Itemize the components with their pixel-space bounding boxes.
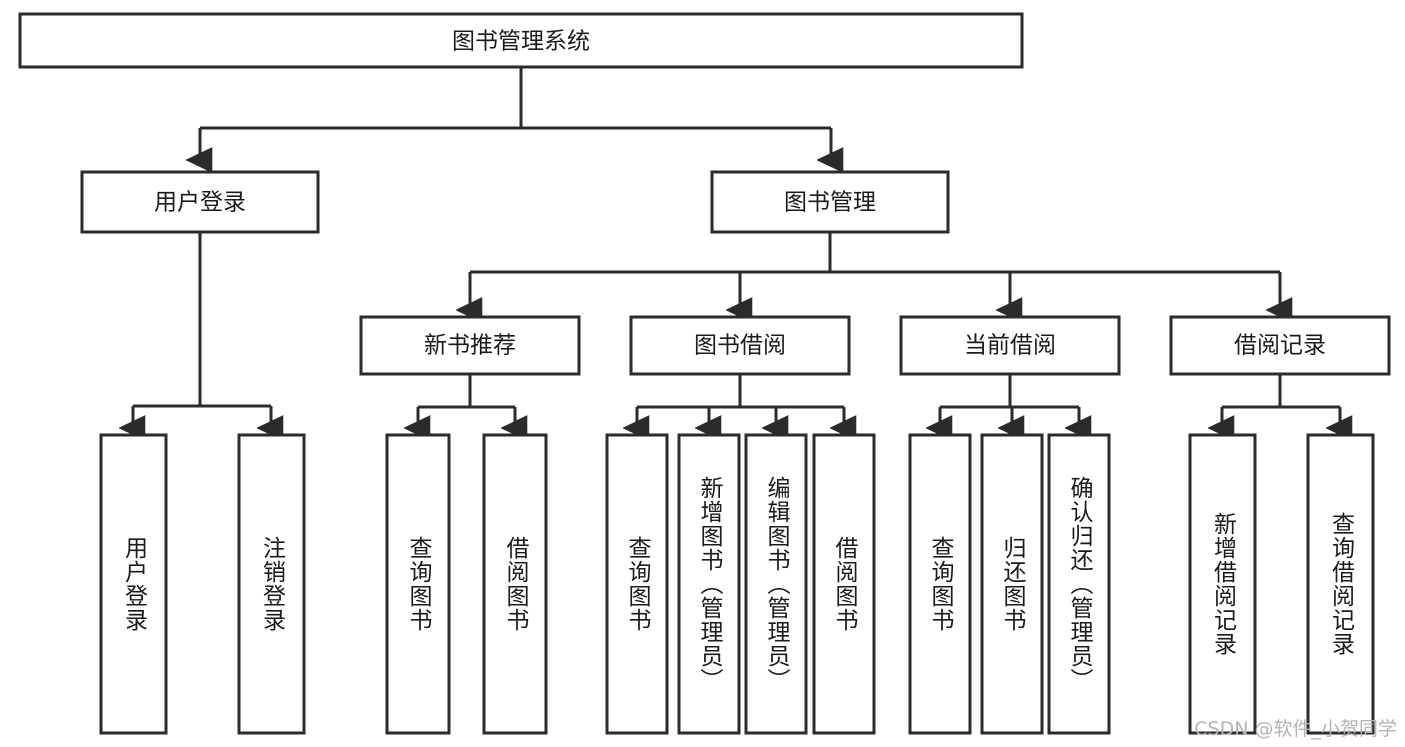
connector-newbook-to-leaves <box>418 374 515 428</box>
connector-currentborrow-to-leaves <box>940 374 1079 428</box>
connector-bookborrow-to-leaves <box>637 374 844 428</box>
connector-borrowrecord-to-leaves <box>1222 374 1340 428</box>
leaf-box-3[interactable] <box>482 433 548 735</box>
level3-box-2[interactable] <box>899 315 1121 376</box>
leaf-box-4[interactable] <box>605 433 669 735</box>
node-root[interactable]: 图书管理系统 <box>18 12 1024 69</box>
level2-label-1: 图书管理 <box>784 190 876 216</box>
leaf-box-2[interactable] <box>385 433 451 735</box>
node-borrow-record[interactable]: 借阅记录 <box>1169 315 1391 376</box>
node-user-login[interactable]: 用户登录 <box>80 170 320 234</box>
leaf-box-5[interactable] <box>677 433 741 735</box>
root-label: 图书管理系统 <box>452 29 590 55</box>
level3-label-3: 借阅记录 <box>1234 333 1326 359</box>
root-box[interactable] <box>18 12 1024 69</box>
leaf-box-7[interactable] <box>812 433 876 735</box>
level3-box-0[interactable] <box>359 315 581 376</box>
leaf-box-9[interactable] <box>980 433 1044 735</box>
level2-box-0[interactable] <box>80 170 320 234</box>
level3-label-2: 当前借阅 <box>964 333 1056 359</box>
leaf-box-6[interactable] <box>744 433 808 735</box>
leaf-box-0[interactable] <box>99 433 168 735</box>
node-new-book-recommend[interactable]: 新书推荐 <box>359 315 581 376</box>
level2-label-0: 用户登录 <box>154 190 246 216</box>
connector-root-to-level2 <box>200 67 831 160</box>
leaf-box-12[interactable] <box>1306 433 1375 735</box>
leaf-boxes <box>99 433 1375 735</box>
leaf-box-10[interactable] <box>1047 433 1111 735</box>
connector-bookmgmt-to-level3 <box>470 232 1280 310</box>
node-book-borrow[interactable]: 图书借阅 <box>629 315 851 376</box>
level3-label-1: 图书借阅 <box>694 333 786 359</box>
node-current-borrow[interactable]: 当前借阅 <box>899 315 1121 376</box>
leaf-box-8[interactable] <box>908 433 972 735</box>
watermark: CSDN @软件_小贺同学 <box>1194 718 1397 740</box>
leaf-box-11[interactable] <box>1188 433 1257 735</box>
connector-userlogin-to-leaves <box>133 232 271 428</box>
level3-label-0: 新书推荐 <box>424 333 516 359</box>
node-book-management[interactable]: 图书管理 <box>710 170 950 234</box>
leaf-box-1[interactable] <box>237 433 306 735</box>
